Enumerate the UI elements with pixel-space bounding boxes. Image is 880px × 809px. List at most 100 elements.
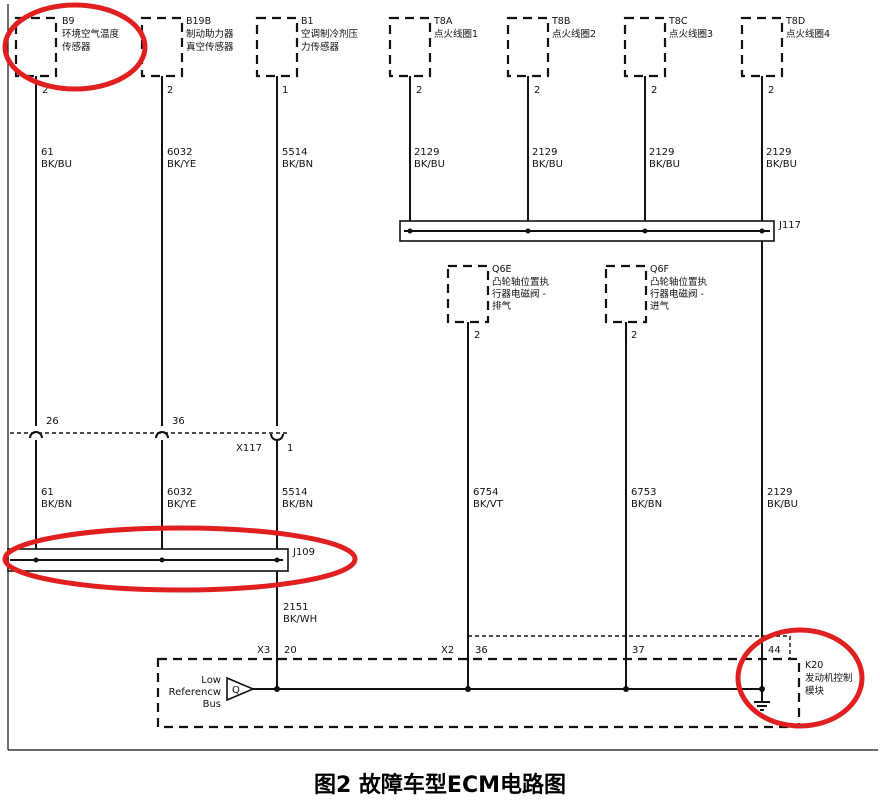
solenoid-name-line: 凸轮轴位置执	[650, 276, 708, 288]
low-ref-label-line: Bus	[203, 699, 221, 710]
wire-color-label: BK/BU	[649, 159, 680, 170]
wire-color-label: BK/BU	[532, 159, 563, 170]
connector-pin: 1	[287, 443, 293, 454]
ecm-name-line: 模块	[805, 685, 825, 697]
coil-id: T8A	[433, 16, 453, 27]
solenoid-id: Q6F	[650, 264, 669, 275]
wire-color-label: BK/BN	[41, 499, 72, 510]
low-ref-buffer-icon	[226, 676, 256, 702]
coil-pin: 2	[416, 85, 422, 96]
ecm-pin: 36	[475, 645, 488, 656]
coil-t8b: T8B 点火线圈2 2	[506, 16, 596, 96]
solenoid-pin: 2	[474, 330, 480, 341]
wire-circuit-label: 6754	[473, 487, 498, 498]
transistor-label: Q	[232, 685, 240, 696]
solenoid-name-line: 行器电磁阀 -	[650, 288, 704, 300]
sensor-pin: 1	[282, 85, 288, 96]
sensor-name-line: 真空传感器	[186, 41, 234, 53]
solenoid-name-line: 行器电磁阀 -	[492, 288, 546, 300]
coil-name: 点火线圈4	[786, 28, 830, 40]
coil-pin: 2	[534, 85, 540, 96]
sensor-b19b: B19B 制动助力器 真空传感器 2	[140, 16, 234, 96]
wire-circuit-label: 2151	[283, 602, 308, 613]
wire-circuit-label: 2129	[767, 487, 792, 498]
sensor-name-line: 环境空气温度	[62, 28, 120, 40]
wire-circuit-label: 2129	[649, 147, 674, 158]
sensor-pin: 2	[42, 85, 48, 96]
inline-connector-26: 26	[29, 416, 59, 439]
sensor-name-line: 传感器	[62, 41, 91, 53]
coil-pin: 2	[651, 85, 657, 96]
wire-circuit-label: 61	[41, 487, 54, 498]
coil-name: 点火线圈2	[552, 28, 596, 40]
solenoid-name-line: 凸轮轴位置执	[492, 276, 550, 288]
low-ref-label-line: Low	[201, 675, 221, 686]
solenoid-name-line: 排气	[492, 300, 512, 312]
ground-icon	[754, 689, 770, 711]
solenoid-q6e: Q6E 凸轮轴位置执 行器电磁阀 - 排气 2	[446, 264, 550, 341]
coil-id: T8B	[551, 16, 570, 27]
inline-connector-x117: X117 1	[236, 433, 293, 454]
ecm-id: K20	[805, 660, 823, 671]
wire-circuit-label: 6753	[631, 487, 656, 498]
coil-t8a: T8A 点火线圈1 2	[388, 16, 478, 96]
wire-color-label: BK/BU	[766, 159, 797, 170]
solenoid-q6f: Q6F 凸轮轴位置执 行器电磁阀 - 进气 2	[604, 264, 708, 341]
low-ref-label-line: Referencw	[169, 687, 221, 698]
ecm-k20: X3 20 X2 36 37 44 Low Referencw Bus Q K2…	[156, 635, 853, 729]
highlight-ellipse-b9	[2, 2, 148, 92]
connector-label: X117	[236, 443, 262, 454]
solenoid-id: Q6E	[492, 264, 512, 275]
sensor-b1: B1 空调制冷剂压 力传感器 1	[255, 16, 359, 96]
coil-pin: 2	[768, 85, 774, 96]
coil-id: T8C	[668, 16, 688, 27]
figure-caption: 图2 故障车型ECM电路图	[314, 772, 566, 798]
splice-j109: J109	[7, 547, 315, 572]
coil-t8d: T8D 点火线圈4 2	[740, 16, 830, 96]
sensor-name-line: 力传感器	[301, 41, 340, 53]
wire-circuit-label: 5514	[282, 487, 307, 498]
splice-label: J117	[778, 220, 801, 231]
ecm-name-line: 发动机控制	[805, 672, 853, 684]
connector-label: X2	[441, 645, 454, 656]
wire-circuit-label: 2129	[414, 147, 439, 158]
coil-name: 点火线圈3	[669, 28, 713, 40]
sensor-pin: 2	[167, 85, 173, 96]
wire-color-label: BK/BU	[41, 159, 72, 170]
wire-circuit-label: 6032	[167, 487, 192, 498]
sensor-id: B1	[301, 16, 314, 27]
wire-color-label: BK/BN	[631, 499, 662, 510]
sensor-name-line: 空调制冷剂压	[301, 28, 359, 40]
wire-color-label: BK/BU	[767, 499, 798, 510]
ecm-pin: 37	[632, 645, 645, 656]
wire-circuit-label: 2129	[766, 147, 791, 158]
connector-label: X3	[257, 645, 270, 656]
sensor-name-line: 制动助力器	[186, 28, 234, 40]
wire-circuit-label: 5514	[282, 147, 307, 158]
wire-color-label: BK/VT	[473, 499, 504, 510]
wire-circuit-label: 2129	[532, 147, 557, 158]
wire-circuit-label: 6032	[167, 147, 192, 158]
splice-label: J109	[292, 547, 315, 558]
coil-t8c: T8C 点火线圈3 2	[623, 16, 713, 96]
highlight-ellipse-j109	[2, 525, 358, 593]
inline-connector-36: 36	[155, 416, 185, 439]
connector-pin: 26	[46, 416, 59, 427]
coil-id: T8D	[785, 16, 805, 27]
ecm-pin: 20	[284, 645, 297, 656]
coil-name: 点火线圈1	[434, 28, 478, 40]
wire-color-label: BK/YE	[167, 499, 196, 510]
wire-color-label: BK/BN	[282, 499, 313, 510]
wire-color-label: BK/BU	[414, 159, 445, 170]
highlight-ellipse-k20	[735, 627, 865, 729]
sensor-b9: B9 环境空气温度 传感器 2	[14, 16, 120, 96]
wire-color-label: BK/BN	[282, 159, 313, 170]
solenoid-name-line: 进气	[650, 300, 670, 312]
wire-color-label: BK/YE	[167, 159, 196, 170]
wire-circuit-label: 61	[41, 147, 54, 158]
sensor-id: B19B	[186, 16, 211, 27]
solenoid-pin: 2	[631, 330, 637, 341]
ecm-pin: 44	[768, 645, 781, 656]
wire-color-label: BK/WH	[283, 614, 317, 625]
